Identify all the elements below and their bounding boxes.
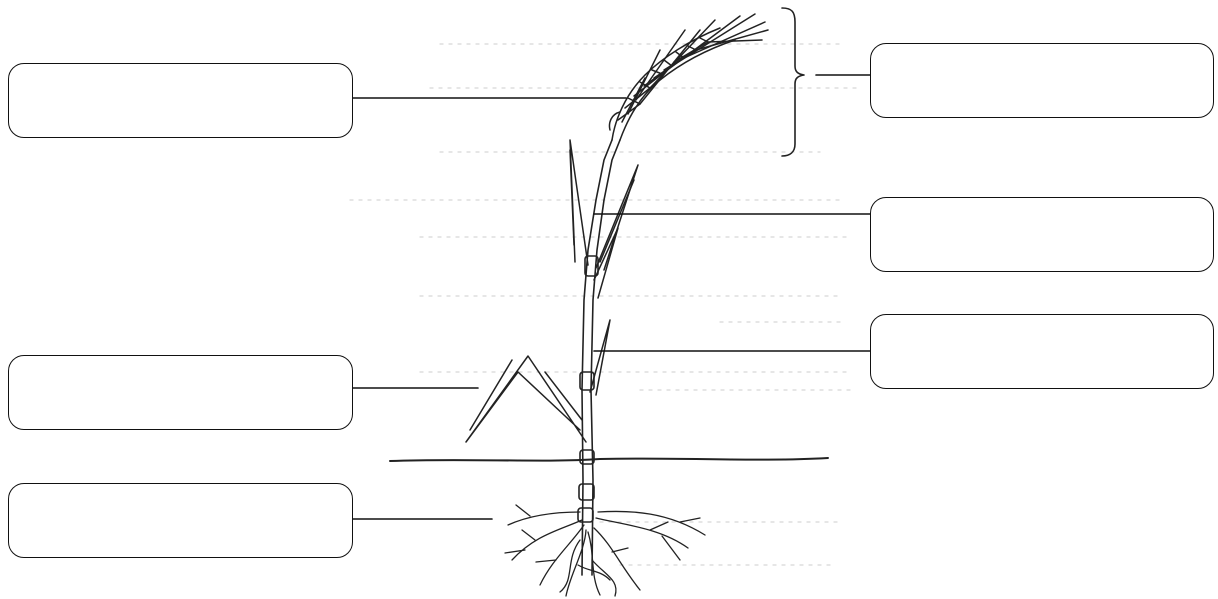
label-box-lower-stem[interactable] <box>870 314 1214 389</box>
stem <box>582 140 620 575</box>
leaves <box>466 140 638 442</box>
label-box-leaf[interactable] <box>8 355 353 430</box>
roots <box>505 505 705 596</box>
label-box-bracket[interactable] <box>870 43 1214 118</box>
soil-line <box>390 458 828 461</box>
label-box-ear[interactable] <box>8 63 353 138</box>
label-box-upper-stem[interactable] <box>870 197 1214 272</box>
ear-bracket <box>782 8 804 156</box>
stem-nodes <box>578 256 598 522</box>
label-box-roots[interactable] <box>8 483 353 558</box>
ear-of-wheat <box>609 14 768 140</box>
background-texture <box>350 44 860 565</box>
